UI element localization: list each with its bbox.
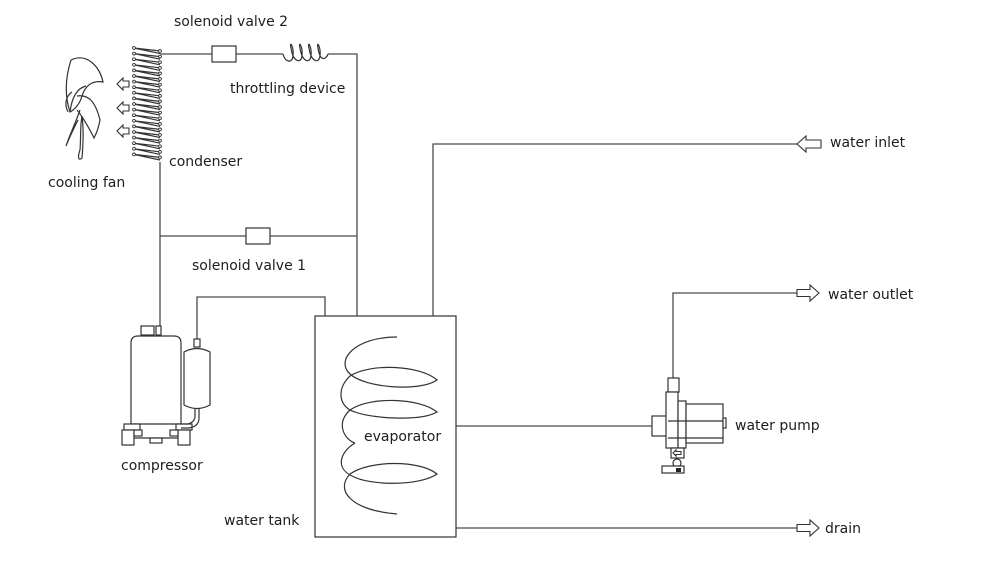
condenser-coil-turn xyxy=(133,137,161,144)
condenser-coil-node xyxy=(158,54,162,59)
label-water-tank: water tank xyxy=(224,513,300,529)
condenser-coil-turn xyxy=(133,120,161,127)
condenser-coil-turn xyxy=(133,103,161,111)
condenser-coil-node xyxy=(132,79,136,84)
condenser-coil-node xyxy=(132,51,136,56)
condenser-coil-node xyxy=(132,85,136,90)
condenser-coil-node xyxy=(158,60,162,65)
condenser-coil-node xyxy=(132,46,136,50)
refrigerant-piping xyxy=(159,53,358,339)
condenser-coil-node xyxy=(132,146,136,151)
condenser-coil-node xyxy=(132,62,136,67)
airflow-arrow-left-icon xyxy=(116,100,130,116)
condenser-coil-node xyxy=(158,121,162,126)
condenser-coil-node xyxy=(132,57,136,62)
condenser-coil-node xyxy=(158,138,162,143)
condenser-coil-turn xyxy=(133,153,161,161)
condenser-coil-turn xyxy=(133,148,161,155)
condenser-coil-node xyxy=(132,113,136,118)
water-pump-icon xyxy=(651,377,727,474)
label-water-pump: water pump xyxy=(735,418,820,434)
label-drain: drain xyxy=(825,521,861,537)
label-water-inlet: water inlet xyxy=(830,135,906,151)
condenser-coil-turn xyxy=(133,81,161,88)
condenser-coil-node xyxy=(158,116,162,121)
condenser-coil-node xyxy=(132,74,136,78)
condenser-coil-turn xyxy=(133,125,161,133)
water-inlet-arrow-icon xyxy=(796,134,822,154)
condenser-coil-turn xyxy=(133,92,161,99)
condenser-coil-node xyxy=(158,105,162,109)
condenser-coil-node xyxy=(158,99,162,104)
condenser-coil-node xyxy=(158,82,162,87)
solenoid-valve-1 xyxy=(245,227,271,245)
condenser-coil-node xyxy=(132,68,136,73)
condenser-coil-node xyxy=(132,124,136,129)
condenser-coil-turn xyxy=(133,131,161,139)
pipe-suction-line xyxy=(196,296,326,339)
condenser-coil-turn xyxy=(133,58,161,66)
condenser-coil-node xyxy=(132,152,136,157)
condenser-coil-turn xyxy=(133,75,161,83)
condenser-coil-node xyxy=(158,127,162,132)
condenser-coil-node xyxy=(158,71,162,76)
condenser-coil-turn xyxy=(133,97,161,105)
airflow-arrow-left-icon xyxy=(116,123,130,139)
label-solenoid-valve-2: solenoid valve 2 xyxy=(174,14,288,30)
condenser-coil-node xyxy=(158,155,162,160)
condenser-coil-turn xyxy=(133,86,161,94)
condenser-coil-turn xyxy=(133,47,161,55)
pipe-water-inlet xyxy=(432,143,800,316)
condenser-coil-node xyxy=(132,107,136,112)
airflow-arrow-left-icon xyxy=(116,76,130,92)
condenser-coil-turn xyxy=(133,142,161,150)
label-water-outlet: water outlet xyxy=(828,287,914,303)
condenser-coil-node xyxy=(158,133,162,137)
condenser-coil-node xyxy=(132,102,136,106)
condenser-coil-turn xyxy=(133,69,161,77)
condenser-coil-node xyxy=(158,93,162,98)
cooling-fan-icon xyxy=(65,57,104,160)
compressor-icon xyxy=(121,325,211,446)
label-compressor: compressor xyxy=(121,458,203,474)
condenser-coil-node xyxy=(132,141,136,146)
solenoid-valve-2 xyxy=(211,45,237,63)
label-condenser: condenser xyxy=(169,154,242,170)
condenser-coil-turn xyxy=(133,64,161,71)
water-tank xyxy=(314,315,457,538)
water-piping xyxy=(432,143,800,529)
condenser-coil-node xyxy=(132,130,136,134)
drain-arrow-icon xyxy=(796,518,820,538)
label-throttling-device: throttling device xyxy=(230,81,345,97)
pipe-throttle-to-tank xyxy=(328,53,358,316)
throttling-device xyxy=(282,43,329,62)
label-evaporator: evaporator xyxy=(364,429,441,445)
condenser-coil-turn xyxy=(133,53,161,60)
condenser-coil-turn xyxy=(133,109,161,116)
condenser-coil-node xyxy=(158,149,162,154)
condenser-coil-node xyxy=(132,118,136,123)
condenser-coil-node xyxy=(158,49,162,53)
label-solenoid-valve-1: solenoid valve 1 xyxy=(192,258,306,274)
condenser-coil-turn xyxy=(133,114,161,122)
condenser-coil-node xyxy=(132,90,136,95)
condenser-coil-node xyxy=(132,135,136,140)
condenser-coil-node xyxy=(158,65,162,70)
evaporator-coil xyxy=(340,336,439,515)
water-outlet-arrow-icon xyxy=(796,283,820,303)
airflow-arrows xyxy=(116,76,130,139)
condenser-coil-node xyxy=(158,77,162,81)
condenser-coil-node xyxy=(132,96,136,101)
label-cooling-fan: cooling fan xyxy=(48,175,125,191)
pipe-pump-to-outlet xyxy=(672,292,797,378)
condenser-coil-node xyxy=(158,144,162,149)
condenser xyxy=(132,46,162,161)
condenser-coil-node xyxy=(158,110,162,115)
condenser-coil-node xyxy=(158,88,162,93)
